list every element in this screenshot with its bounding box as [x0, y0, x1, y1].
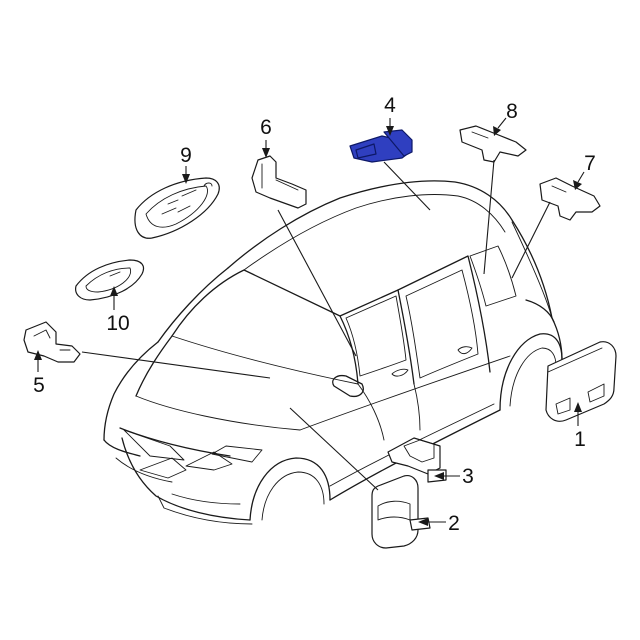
- callout-4[interactable]: 4: [384, 94, 396, 117]
- callout-9[interactable]: 9: [180, 144, 192, 167]
- part-7-sensor[interactable]: [539, 177, 601, 221]
- part-4-sensor-highlighted[interactable]: [349, 129, 413, 163]
- callout-1[interactable]: 1: [574, 428, 586, 451]
- callout-10[interactable]: 10: [106, 312, 129, 335]
- callout-3[interactable]: 3: [462, 465, 474, 488]
- part-1-control-module[interactable]: [545, 341, 617, 422]
- callout-2[interactable]: 2: [448, 512, 460, 535]
- callout-6[interactable]: 6: [260, 116, 272, 139]
- callout-8[interactable]: 8: [506, 100, 518, 123]
- vehicle-outline: [103, 180, 563, 525]
- part-8-antenna-module[interactable]: [459, 125, 527, 163]
- part-2-bracket-module[interactable]: [371, 475, 431, 549]
- part-6-door-module[interactable]: [251, 155, 307, 209]
- callout-5[interactable]: 5: [33, 374, 45, 397]
- callout-labels: 1 2 3 4 5 6 7 8 9 10: [33, 94, 596, 535]
- callout-arrows: [34, 117, 585, 526]
- part-5-sensor-bracket[interactable]: [23, 321, 81, 363]
- part-10-key-blade[interactable]: [75, 259, 145, 301]
- part-9-key-fob[interactable]: [134, 177, 220, 239]
- callout-7[interactable]: 7: [584, 152, 596, 175]
- leader-lines: [81, 159, 551, 491]
